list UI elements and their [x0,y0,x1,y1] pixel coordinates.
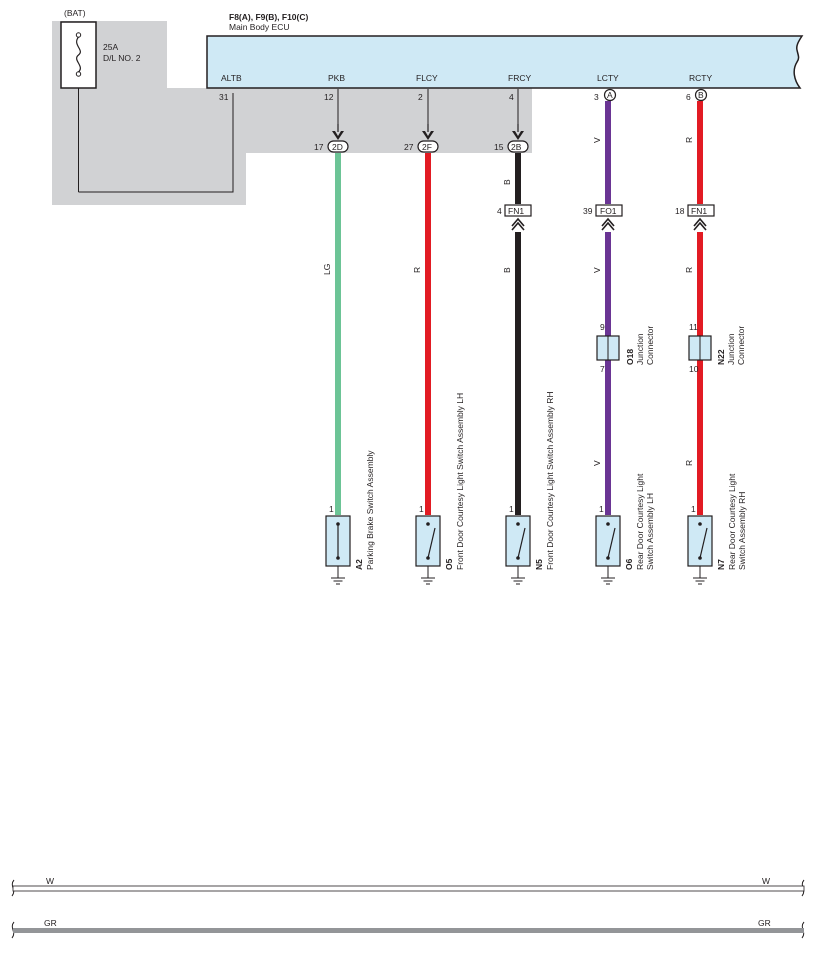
switch-n5-code: N5 [534,559,544,570]
svg-text:FO1: FO1 [600,206,617,216]
terminal-pkb: PKB [328,73,345,83]
power-source-label: (BAT) [64,8,86,18]
switch-n7-name2: Switch Assembly RH [737,492,747,570]
svg-text:GR: GR [44,918,57,928]
pin-lcty: 3 [594,92,599,102]
pin-frcy: 4 [509,92,514,102]
switch-a2-name: Parking Brake Switch Assembly [365,450,375,570]
svg-text:FN1: FN1 [691,206,707,216]
wire-color-rcty-top: R [684,137,694,143]
svg-text:FN1: FN1 [508,206,524,216]
switch-n7-name: Rear Door Courtesy Light [727,473,737,570]
svg-text:39: 39 [583,206,593,216]
junction-2d: 2D 17 [314,123,349,153]
svg-text:2F: 2F [422,142,432,152]
switch-a2: 1 [325,504,351,585]
inline-connector-fn1-b: FN1 18 [675,204,715,231]
junction-connector-n22: 11 10 [688,322,712,374]
svg-text:11: 11 [689,322,698,332]
pin-flcy: 2 [418,92,423,102]
inline-connector-fn1-a: FN1 4 [497,204,532,231]
switch-o6-name: Rear Door Courtesy Light [635,473,645,570]
svg-text:B: B [698,90,704,100]
svg-text:1: 1 [691,504,696,514]
junction-o18-name: Junction [635,333,645,365]
svg-text:A: A [607,90,613,100]
switch-n7-code: N7 [716,559,726,570]
switch-o5-name: Front Door Courtesy Light Switch Assembl… [455,393,465,570]
terminal-lcty: LCTY [597,73,619,83]
legend-w: W W [11,876,805,897]
terminal-rcty: RCTY [689,73,712,83]
junction-o18-code: O18 [625,349,635,365]
svg-text:1: 1 [599,504,604,514]
svg-text:7: 7 [600,364,605,374]
junction-2b: 2B 15 [494,123,529,153]
svg-text:1: 1 [509,504,514,514]
legend-gr: GR GR [11,918,805,939]
ecu-connector-b: B [694,88,708,102]
wire-color-rcty-bot: R [684,460,694,466]
junction-n22-code: N22 [716,349,726,365]
junction-2f: 2F 27 [404,123,439,153]
svg-text:2B: 2B [511,142,522,152]
svg-text:1: 1 [419,504,424,514]
wire-color-flcy: R [412,267,422,273]
wire-color-pkb: LG [322,264,332,275]
switch-o6: 1 [595,504,621,585]
svg-text:17: 17 [314,142,324,152]
switch-n5-name: Front Door Courtesy Light Switch Assembl… [545,391,555,570]
pin-rcty: 6 [686,92,691,102]
fuse-name: D/L NO. 2 [103,53,141,63]
terminal-flcy: FLCY [416,73,438,83]
wire-color-frcy-top: B [502,179,512,185]
pin-altb: 31 [219,92,229,102]
inline-connector-fo1: FO1 39 [583,204,623,231]
main-body-ecu [206,35,804,89]
svg-text:1: 1 [329,504,334,514]
junction-o18-name2: Connector [645,326,655,365]
terminal-altb: ALTB [221,73,242,83]
switch-n5: 1 [505,504,531,585]
ecu-connector-a: A [603,88,617,102]
terminal-frcy: FRCY [508,73,531,83]
svg-text:W: W [46,876,54,886]
svg-text:18: 18 [675,206,685,216]
svg-text:9: 9 [600,322,605,332]
switch-o5: 1 [415,504,441,585]
svg-text:W: W [762,876,770,886]
wire-color-lcty-top: V [592,137,602,143]
wire-color-frcy: B [502,267,512,273]
wire-color-lcty-mid: V [592,267,602,273]
fuse-symbol [60,21,234,193]
junction-n22-name: Junction [726,333,736,365]
svg-text:2D: 2D [332,142,343,152]
wire-color-rcty-mid: R [684,267,694,273]
switch-n7: 1 [687,504,713,585]
pin-pkb: 12 [324,92,334,102]
junction-connector-o18: 9 7 [596,322,620,374]
svg-text:15: 15 [494,142,504,152]
switch-a2-code: A2 [354,559,364,570]
junction-n22-name2: Connector [736,326,746,365]
svg-text:10: 10 [689,364,699,374]
svg-text:27: 27 [404,142,414,152]
switch-o5-code: O5 [444,558,454,570]
svg-text:4: 4 [497,206,502,216]
switch-o6-name2: Switch Assembly LH [645,493,655,570]
svg-text:GR: GR [758,918,771,928]
relay-block-area [52,21,532,205]
ecu-name: Main Body ECU [229,22,289,32]
fuse-rating: 25A [103,42,118,52]
switch-o6-code: O6 [624,558,634,570]
ecu-connectors: F8(A), F9(B), F10(C) [229,12,309,22]
wire-color-lcty-bot: V [592,460,602,466]
